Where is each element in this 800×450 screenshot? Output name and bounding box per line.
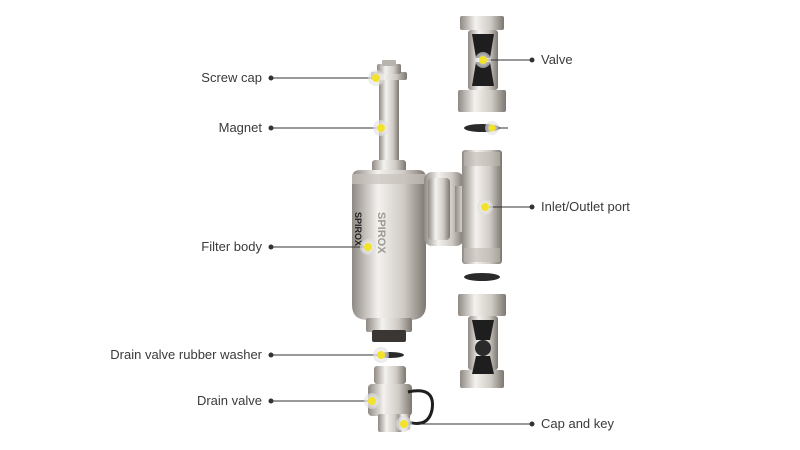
leader-magnet [268,120,389,136]
leader-washer-top [485,121,508,135]
label-cap-and-key: Cap and key [541,416,614,431]
brand-logo: SPIROX [375,212,387,254]
label-drain-valve: Drain valve [196,393,262,408]
magnet [379,80,399,162]
brand-logo: SPIROX [353,212,363,246]
leader-drain-valve [268,393,380,409]
label-screw-cap: Screw cap [201,70,262,85]
inlet-outlet-port [462,150,502,264]
label-valve: Valve [541,52,573,67]
bottom-washer [464,273,500,281]
leader-drain-washer [268,347,389,363]
leader-screw-cap [268,70,384,86]
leader-inlet-outlet [477,199,535,215]
filter-body: SPIROX SPIROX [352,160,426,342]
leader-cap-and-key [396,416,535,432]
label-inlet-outlet-port: Inlet/Outlet port [541,199,630,214]
label-drain-valve-washer: Drain valve rubber washer [110,347,262,362]
label-magnet: Magnet [218,120,262,135]
drain-valve [368,366,412,432]
leader-valve [475,52,535,68]
bottom-valve [458,294,506,388]
label-filter-body: Filter body [201,239,262,254]
leader-filter-body [268,239,376,255]
